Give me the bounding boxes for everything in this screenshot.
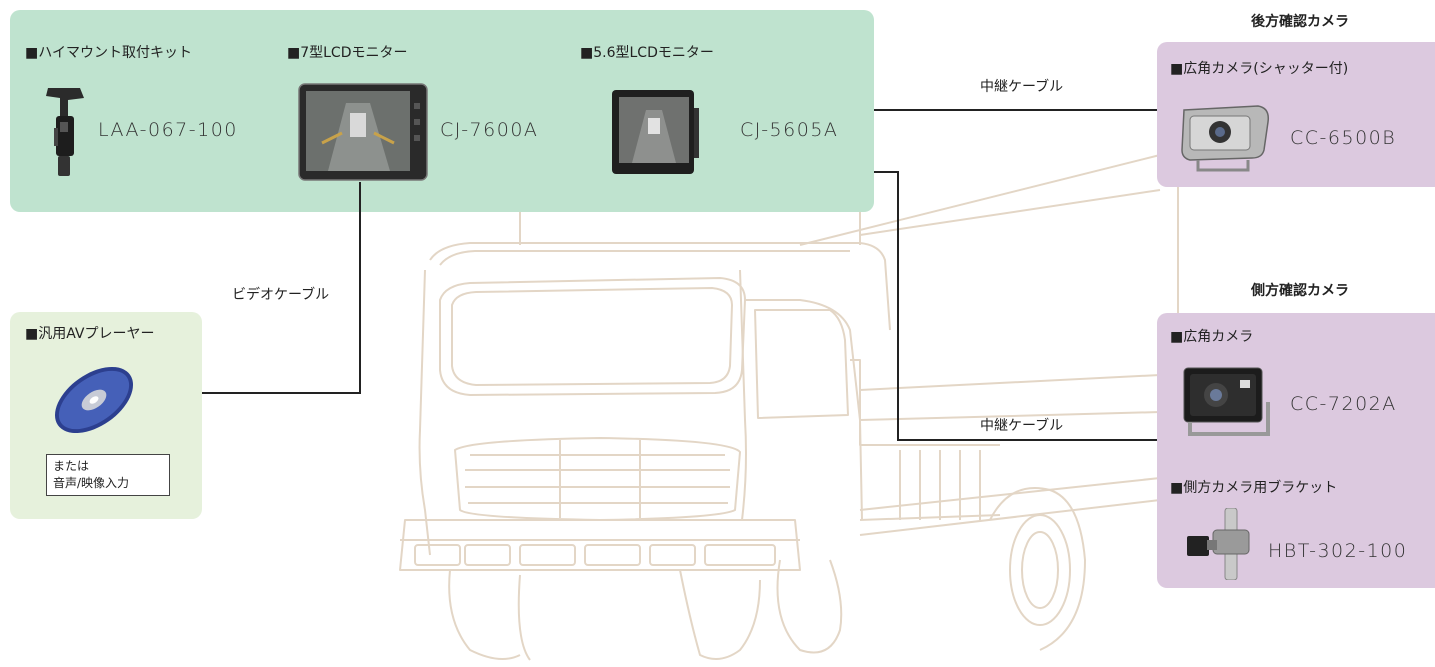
rear-camera-model: CC-6500B (1290, 127, 1397, 149)
lcd-monitor-icon (298, 83, 428, 181)
relay-cable-bottom-label: 中継ケーブル (980, 418, 1064, 434)
side-camera-model: CC-7202A (1290, 393, 1397, 415)
side-camera-caption: 側方確認カメラ (1251, 283, 1349, 299)
monitors-panel (10, 10, 874, 212)
av-input-note: または 音声/映像入力 (46, 454, 170, 496)
monitor-7-model: CJ-7600A (440, 119, 539, 141)
bracket-icon (1185, 507, 1265, 581)
rear-camera-title: ■広角カメラ(シャッター付) (1170, 61, 1349, 77)
disc-icon (48, 360, 140, 440)
mount-bracket-icon (40, 84, 90, 184)
mount-kit-title: ■ハイマウント取付キット (25, 45, 192, 61)
monitor-56-model: CJ-5605A (740, 119, 839, 141)
av-player-title: ■汎用AVプレーヤー (25, 326, 155, 342)
av-note-line1: または (53, 459, 90, 473)
relay-cable-top-label: 中継ケーブル (980, 79, 1064, 95)
av-note-line2: 音声/映像入力 (53, 476, 130, 490)
mount-kit-model: LAA-067-100 (98, 119, 238, 141)
side-bracket-model: HBT-302-100 (1268, 540, 1408, 562)
monitor-56-title: ■5.6型LCDモニター (580, 45, 714, 61)
side-bracket-title: ■側方カメラ用ブラケット (1170, 480, 1338, 496)
rear-camera-caption: 後方確認カメラ (1251, 14, 1349, 30)
side-camera-title: ■広角カメラ (1170, 329, 1254, 345)
camera-icon (1180, 362, 1276, 442)
video-cable-label: ビデオケーブル (232, 287, 330, 303)
camera-shutter-icon (1178, 100, 1274, 172)
lcd-monitor-small-icon (610, 88, 700, 176)
monitor-7-title: ■7型LCDモニター (287, 45, 408, 61)
